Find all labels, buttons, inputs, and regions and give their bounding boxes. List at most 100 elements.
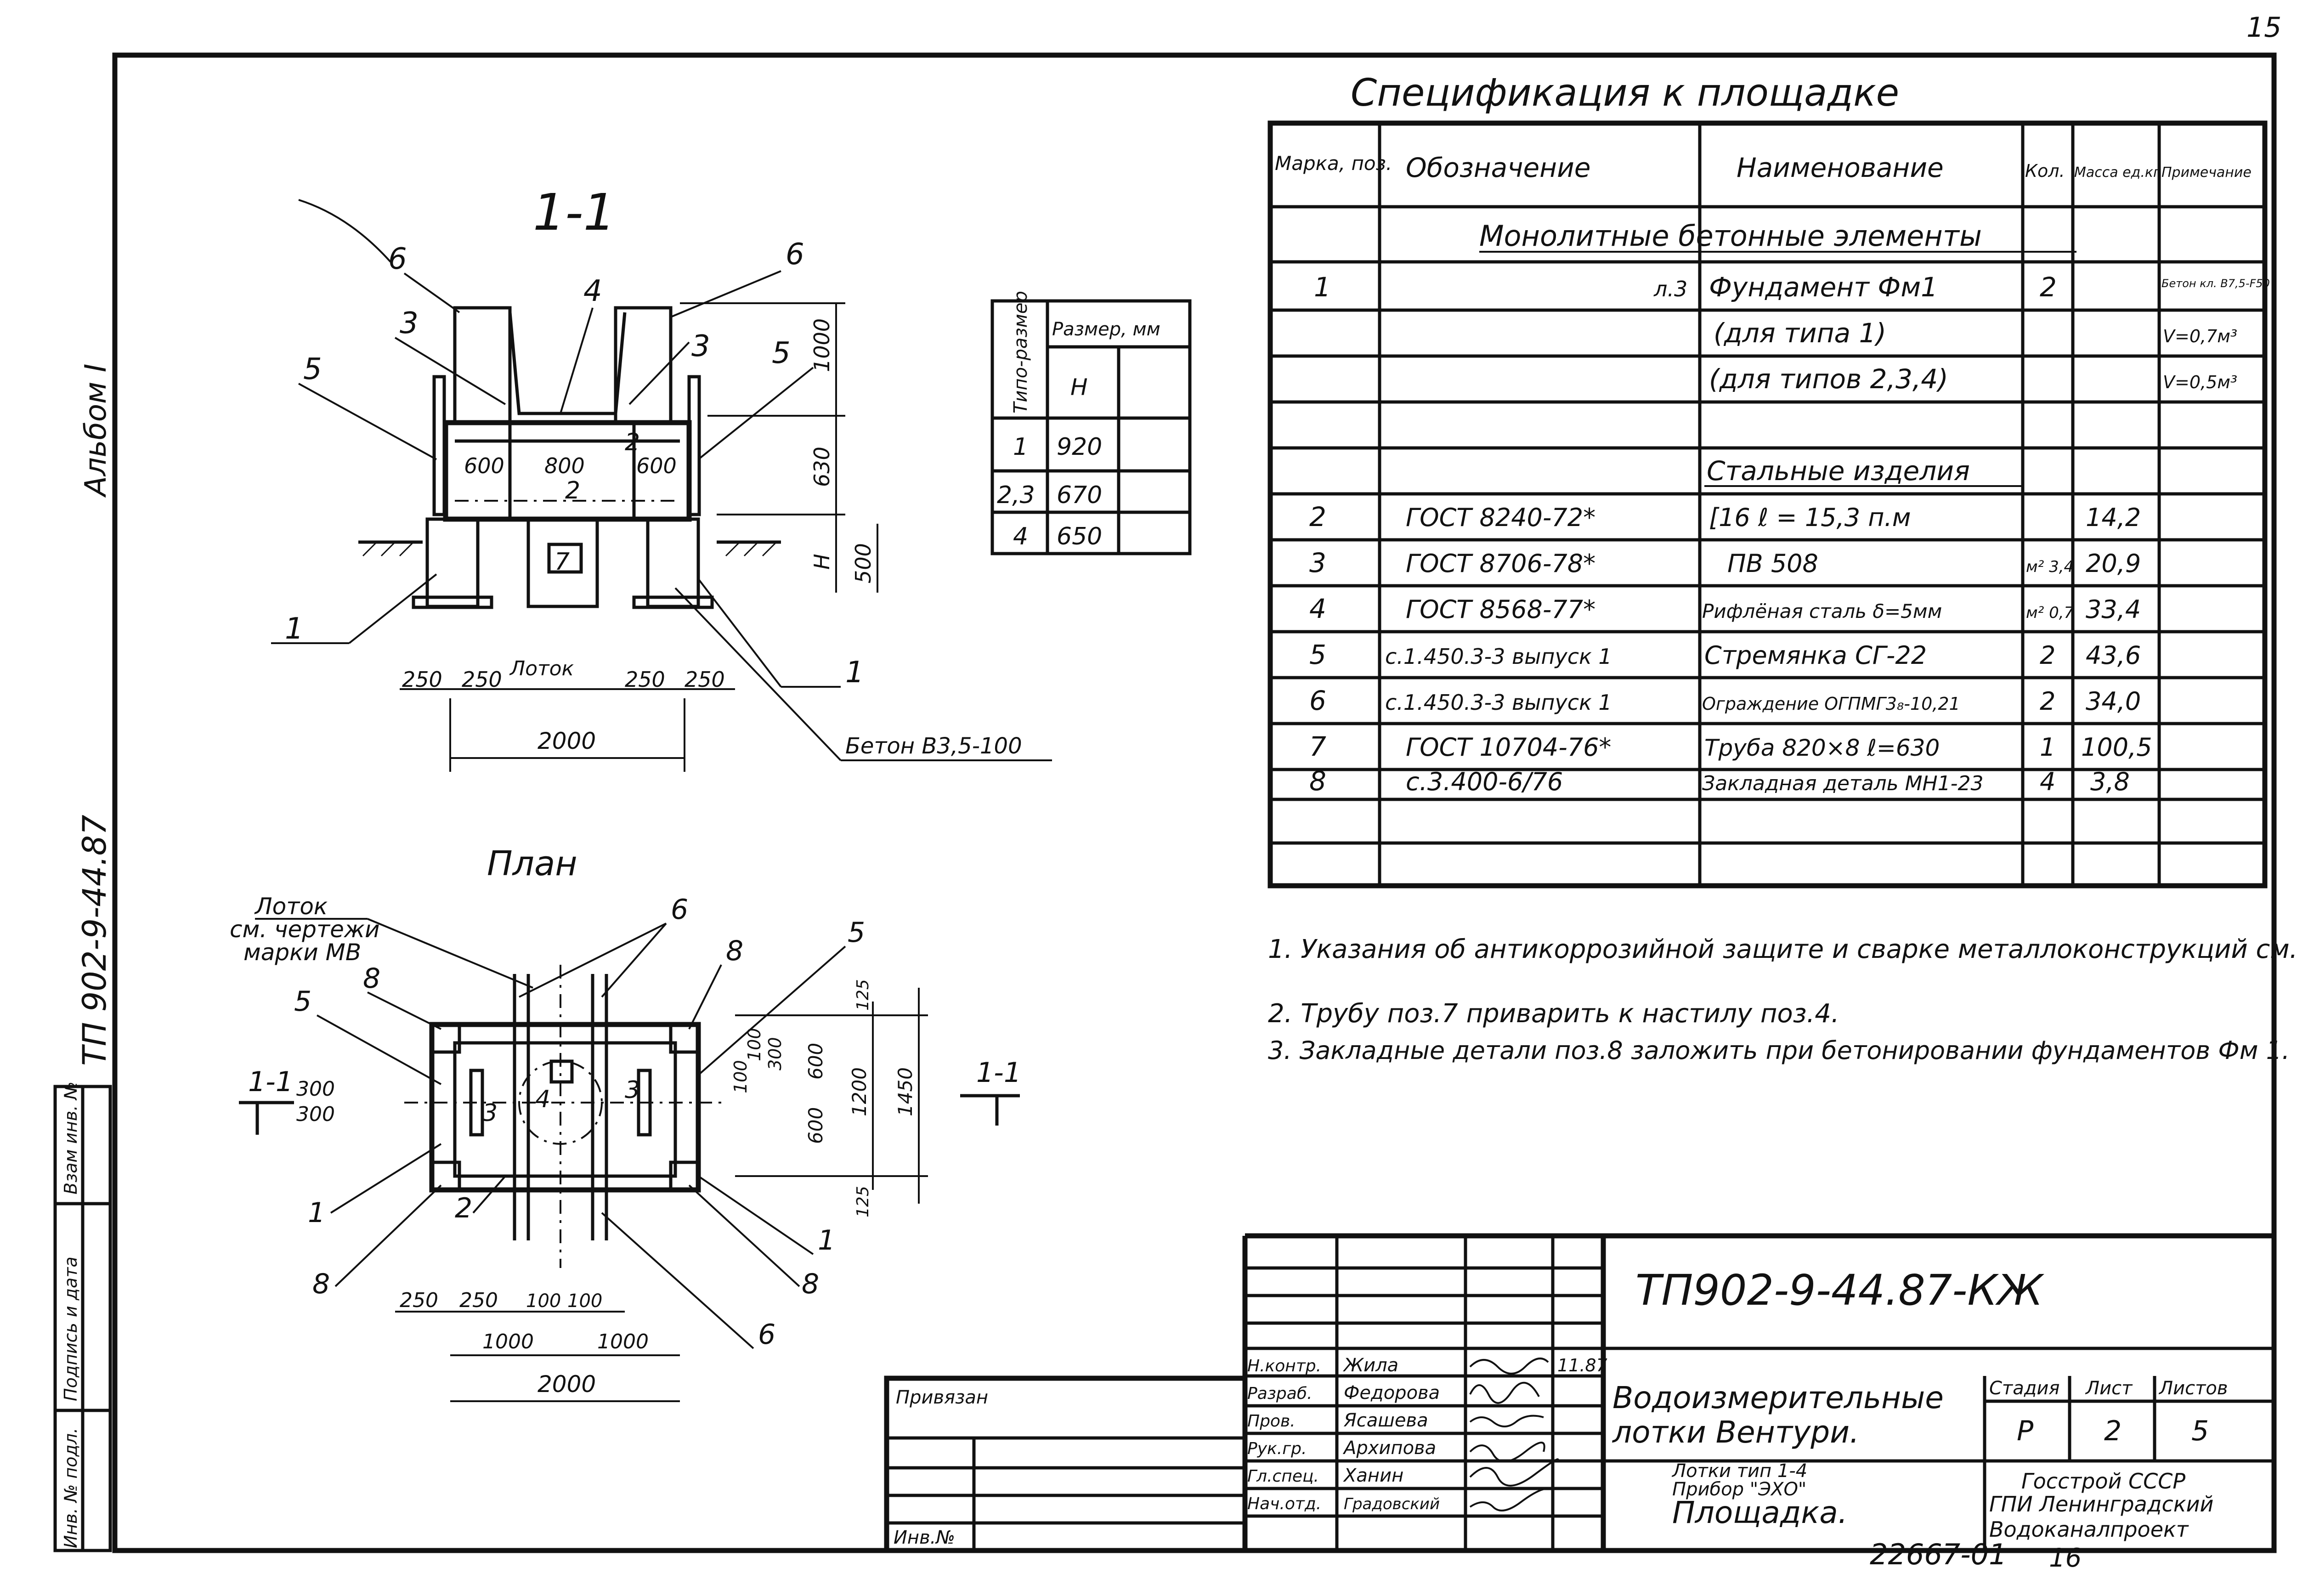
spec-massa-6: 34,0 [2086, 687, 2141, 716]
title-org-3: Водоканалпроект [1989, 1517, 2189, 1542]
plan-dim-1000-b: 1000 [597, 1330, 649, 1353]
plan-dim-125-bottom: 125 [854, 1186, 872, 1217]
title-role-nachotd: Нач.отд. [1247, 1494, 1321, 1513]
size-table-head-type: Типо-размер [1010, 291, 1031, 413]
size-table-head-h: Н [1070, 374, 1088, 401]
spec-name-7: Труба 820×8 ℓ=630 [1704, 735, 1940, 761]
spec-pos-4: 4 [1309, 593, 1326, 624]
title-project-2: лотки Вентури. [1612, 1415, 1859, 1450]
plan-mark-6-bottom: 6 [758, 1319, 775, 1351]
section-dim-250-b: 250 [462, 667, 502, 692]
title-sheet-3: Площадка. [1672, 1495, 1848, 1530]
spec-row1-prim: Бетон кл. В7,5-F50 [2161, 277, 2270, 290]
note-2: 2. Трубу поз.7 приварить к настилу поз.4… [1268, 999, 1839, 1029]
side-stamp-vzam: Взам инв. № [61, 1081, 81, 1194]
size-table-row3-type: 4 [1013, 523, 1028, 550]
title-sheet-num: 2 [2104, 1415, 2122, 1447]
spec-row1-name: Фундамент Фм1 [1709, 272, 1938, 303]
title-privyazan: Привязан [896, 1387, 988, 1408]
spec-name-6: Ограждение ОГПМГ3₈-10,21 [1702, 694, 1960, 714]
title-role-nkontr: Н.контр. [1247, 1357, 1321, 1375]
title-name-rukgr: Архипова [1342, 1438, 1436, 1459]
spec-pos-3: 3 [1309, 547, 1326, 578]
size-table-row2-h: 670 [1057, 481, 1102, 509]
title-doc-code: ТП902-9-44.87-КЖ [1635, 1266, 2045, 1315]
signature-6 [1469, 1488, 1549, 1511]
title-bottom-num: 16 [2049, 1543, 2082, 1573]
spec-name-3: ПВ 508 [1727, 549, 1818, 578]
spec-row1-pos: 1 [1314, 272, 1331, 303]
plan-mark-5-left: 5 [294, 985, 311, 1018]
plan-dim-300: 300 [765, 1037, 785, 1070]
section-mark-2a: 2 [565, 477, 580, 504]
spec-oboz-4: ГОСТ 8568-77* [1406, 595, 1595, 624]
plan-dim-300-a: 300 [296, 1077, 335, 1101]
plan-mark-3-left: 3 [482, 1099, 498, 1127]
plan-mark-8-topleft: 8 [363, 962, 380, 995]
title-name-prov: Ясашева [1343, 1410, 1428, 1431]
plan-dim-2000: 2000 [537, 1371, 596, 1398]
spec-massa-8: 3,8 [2090, 767, 2130, 796]
spec-row1-kol: 2 [2040, 272, 2057, 303]
plan-section-marker-left: 1-1 [248, 1066, 293, 1098]
spec-row2-name: (для типа 1) [1714, 317, 1886, 349]
spec-pos-8: 8 [1309, 765, 1326, 797]
plan-dim-100-b: 100 [744, 1028, 764, 1061]
section-mark-4: 4 [583, 274, 602, 308]
spec-pos-2: 2 [1309, 501, 1326, 532]
spec-massa-4: 33,4 [2086, 595, 2141, 624]
plan-dim-600-b: 600 [804, 1107, 827, 1144]
plan-section-marker-right: 1-1 [976, 1057, 1021, 1089]
section-dim-250-a: 250 [402, 667, 442, 692]
plan-mark-1-left: 1 [308, 1197, 325, 1229]
section-dim-2000: 2000 [537, 728, 596, 754]
title-project-1: Водоизмерительные [1612, 1380, 1944, 1415]
plan-dim-1000-a: 1000 [482, 1330, 534, 1353]
section-dim-630: 630 [809, 447, 834, 487]
spec-kol-6: 2 [2040, 687, 2055, 716]
spec-pos-5: 5 [1309, 639, 1326, 670]
spec-row3-name: (для типов 2,3,4) [1709, 363, 1948, 395]
spec-massa-5: 43,6 [2086, 641, 2141, 670]
note-3: 3. Закладные детали поз.8 заложить при б… [1268, 1036, 2290, 1065]
side-stamp-inv-podl: Инв. № подл. [61, 1428, 81, 1548]
size-table-head-size: Размер, мм [1052, 319, 1160, 340]
section-dim-1000: 1000 [809, 318, 834, 372]
title-name-nachotd: Градовский [1344, 1495, 1440, 1513]
section-dim-600-left: 600 [464, 453, 504, 478]
plan-dim-125-top: 125 [854, 979, 872, 1011]
plan-mark-2: 2 [455, 1192, 472, 1224]
plan-mark-1-right: 1 [818, 1224, 835, 1256]
section-mark-1-right: 1 [845, 656, 864, 690]
signature-1 [1469, 1358, 1549, 1375]
plan-drawing: План Лоток см. чертежи марки МВ 1-1 1-1 … [230, 844, 1021, 1402]
signature-5 [1469, 1458, 1559, 1487]
spec-name-2: [16 ℓ = 15,3 п.м [1709, 503, 1911, 532]
plan-dim-300-b: 300 [296, 1103, 335, 1126]
spec-kol-8: 4 [2040, 767, 2055, 796]
spec-header-kol: Кол. [2025, 161, 2065, 181]
title-role-glspec: Гл.спец. [1247, 1467, 1319, 1486]
spec-group-monolit: Монолитные бетонные элементы [1479, 219, 1982, 253]
title-role-rukgr: Рук.гр. [1247, 1439, 1307, 1458]
title-role-prov: Пров. [1247, 1412, 1296, 1431]
spec-kol-3: м² 3,4 [2026, 558, 2074, 576]
doc-code-side: ТП 902-9-44.87 [76, 815, 113, 1066]
plan-lotok-note-1: Лоток [254, 893, 328, 920]
section-beton-label: Бетон В3,5-100 [845, 733, 1022, 759]
signature-2 [1469, 1381, 1540, 1404]
title-block: Привязан Инв.№ ТП902-9-44.87-КЖ Водоизме… [884, 1233, 2274, 1573]
section-dim-250-c: 250 [625, 667, 665, 692]
spec-oboz-2: ГОСТ 8240-72* [1406, 503, 1595, 532]
side-stamp: Инв. № подл. Подпись и дата Взам инв. № [53, 1081, 112, 1552]
plan-mark-4: 4 [535, 1086, 550, 1113]
section-mark-5-right: 5 [772, 336, 791, 370]
spec-header-oboz: Обозначение [1406, 152, 1590, 183]
spec-massa-3: 20,9 [2086, 549, 2141, 578]
size-table-row1-type: 1 [1013, 433, 1028, 461]
spec-header-mark: Марка, поз. [1275, 152, 1392, 175]
section-mark-6-left: 6 [388, 242, 407, 276]
section-mark-2b: 2 [625, 429, 640, 456]
section-drawing: 1-1 7 600 800 600 2 2 [271, 183, 1052, 772]
